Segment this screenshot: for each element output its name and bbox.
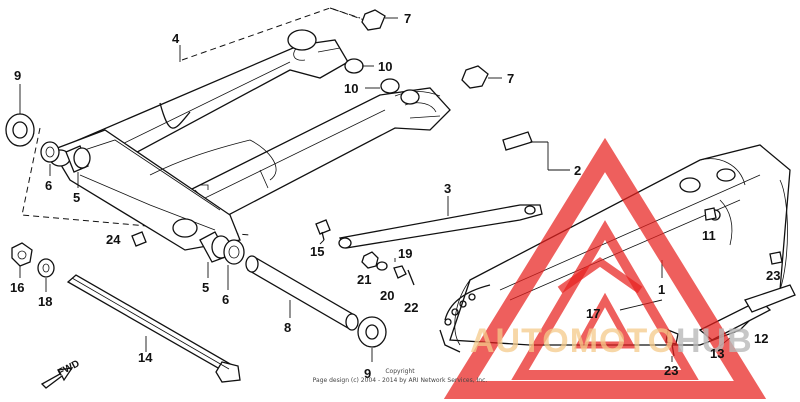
- small-parts: [5, 9, 783, 357]
- callout-18: 18: [38, 294, 52, 309]
- pivot-shaft: [245, 255, 359, 331]
- callout-4: 4: [172, 31, 180, 46]
- chain-case-stay: [338, 204, 543, 249]
- callout-13: 13: [710, 346, 724, 361]
- callout-24: 24: [106, 232, 121, 247]
- callout-17: 17: [586, 306, 600, 321]
- callout-23-mid: 23: [706, 221, 708, 223]
- callout-22: 22: [404, 300, 418, 315]
- forward-arrow: FWD: [40, 358, 82, 389]
- watermark-logo: [443, 137, 767, 399]
- pivot-bolt: [66, 274, 241, 383]
- chain: [444, 293, 476, 326]
- callout-16: 16: [10, 280, 24, 295]
- callout-5-right: 5: [202, 280, 209, 295]
- callout-19: 19: [398, 246, 412, 261]
- callout-10-upper: 10: [378, 59, 392, 74]
- callout-6-right: 6: [222, 292, 229, 307]
- callout-10-lower: 10: [344, 81, 358, 96]
- callout-11: 11: [702, 228, 716, 243]
- callout-14: 14: [138, 350, 153, 365]
- callout-23-right: 23: [766, 268, 780, 283]
- copyright-line-2: Page design (c) 2004 - 2014 by ARI Netwo…: [313, 377, 488, 384]
- callout-5-left: 5: [73, 190, 80, 205]
- callout-7-upper: 7: [404, 11, 411, 26]
- callout-9-lower: 9: [364, 366, 371, 381]
- copyright-notice: Copyright Page design (c) 2004 - 2014 by…: [313, 368, 488, 384]
- callout-2: 2: [574, 163, 581, 178]
- callout-numbers: 4 7 7 10 10 9 6 5 5 6 2 3 24 16 18 14 8 …: [10, 11, 780, 381]
- copyright-line-1: Copyright: [385, 368, 415, 375]
- callout-6-left: 6: [45, 178, 52, 193]
- callout-15: 15: [310, 244, 324, 259]
- callout-7-lower: 7: [507, 71, 514, 86]
- watermark-word-automoto: AUTOMOTO: [470, 322, 675, 360]
- callout-3: 3: [444, 181, 451, 196]
- callout-23-lower: 23: [664, 363, 678, 378]
- callout-20: 20: [380, 288, 394, 303]
- callout-8: 8: [284, 320, 291, 335]
- callout-1: 1: [658, 282, 665, 297]
- callout-9-upper: 9: [14, 68, 21, 83]
- callout-21: 21: [357, 272, 371, 287]
- swingarm: [21, 7, 451, 251]
- callout-12: 12: [754, 331, 768, 346]
- watermark-word-hub: HUB: [676, 322, 753, 360]
- forward-label: FWD: [56, 358, 81, 378]
- watermark: AUTOMOTO HUB: [443, 137, 767, 399]
